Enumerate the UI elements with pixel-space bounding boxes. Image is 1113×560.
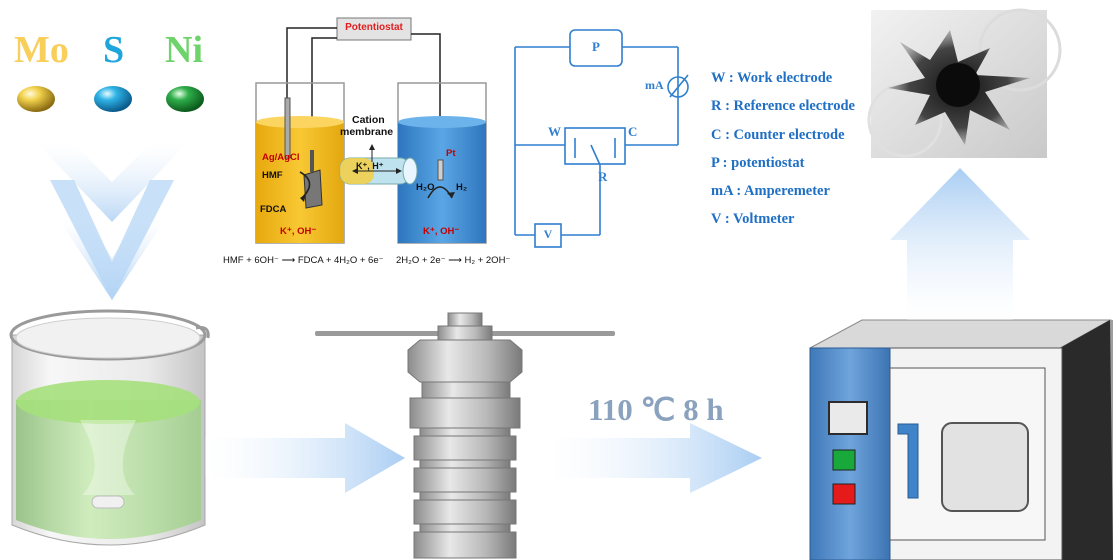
legend-item: R : Reference electrode	[711, 98, 855, 115]
element-label-ni: Ni	[165, 29, 203, 71]
circuit-diagram	[514, 29, 689, 248]
legend-item: C : Counter electrode	[711, 126, 845, 143]
legend-item: W : Work electrode	[711, 70, 833, 86]
left-electrolyte-label: K⁺, OH⁻	[280, 226, 317, 237]
up-arrow	[890, 168, 1030, 320]
down-chevron-arrow	[50, 180, 174, 300]
element-label-s: S	[103, 29, 125, 71]
fdca-label: FDCA	[260, 204, 287, 215]
down-arrow-top	[36, 142, 188, 222]
tem-image	[867, 8, 1062, 158]
equation-cathode: 2H₂O + 2e⁻ ⟶ H₂ + 2OH⁻	[396, 255, 511, 266]
equation-anode: HMF + 6OH⁻ ⟶ FDCA + 4H₂O + 6e⁻	[223, 255, 384, 266]
electrochemical-cell	[255, 17, 487, 244]
ions-label: K⁺, H⁺	[356, 161, 384, 171]
h2o-label: H₂O	[416, 182, 435, 193]
s-sphere	[94, 86, 132, 112]
beaker	[9, 309, 210, 546]
h2-label: H₂	[456, 182, 468, 193]
circuit-r-label: R	[598, 169, 608, 184]
legend-item: P : potentiostat	[711, 154, 805, 171]
circuit-v-label: V	[543, 227, 553, 241]
right-electrolyte-label: K⁺, OH⁻	[423, 226, 460, 237]
circuit-w-label: W	[548, 124, 561, 139]
membrane-label-line2: membrane	[340, 126, 394, 138]
circuit-p-label: P	[592, 39, 600, 54]
mo-sphere	[17, 86, 55, 112]
potentiostat-label: Potentiostat	[345, 22, 403, 33]
ref-electrode-label: Ag/AgCl	[262, 152, 300, 163]
legend-item: V : Voltmeter	[711, 211, 795, 228]
oven	[809, 319, 1113, 560]
pt-label: Pt	[446, 148, 456, 159]
hmf-label: HMF	[262, 170, 283, 181]
ni-sphere	[166, 86, 204, 112]
legend-item: mA : Amperemeter	[711, 183, 830, 200]
membrane-label-line1: Cation	[352, 114, 385, 126]
circuit-c-label: C	[628, 124, 638, 139]
arrow-autoclave-to-oven	[548, 423, 762, 493]
circuit-ma-label: mA	[645, 78, 664, 92]
autoclave	[315, 312, 615, 559]
element-label-mo: Mo	[14, 29, 69, 71]
reaction-condition: 110 ℃ 8 h	[588, 392, 724, 427]
circuit-legend: W : Work electrode R : Reference electro…	[711, 64, 855, 234]
arrow-beaker-to-autoclave	[205, 423, 405, 493]
